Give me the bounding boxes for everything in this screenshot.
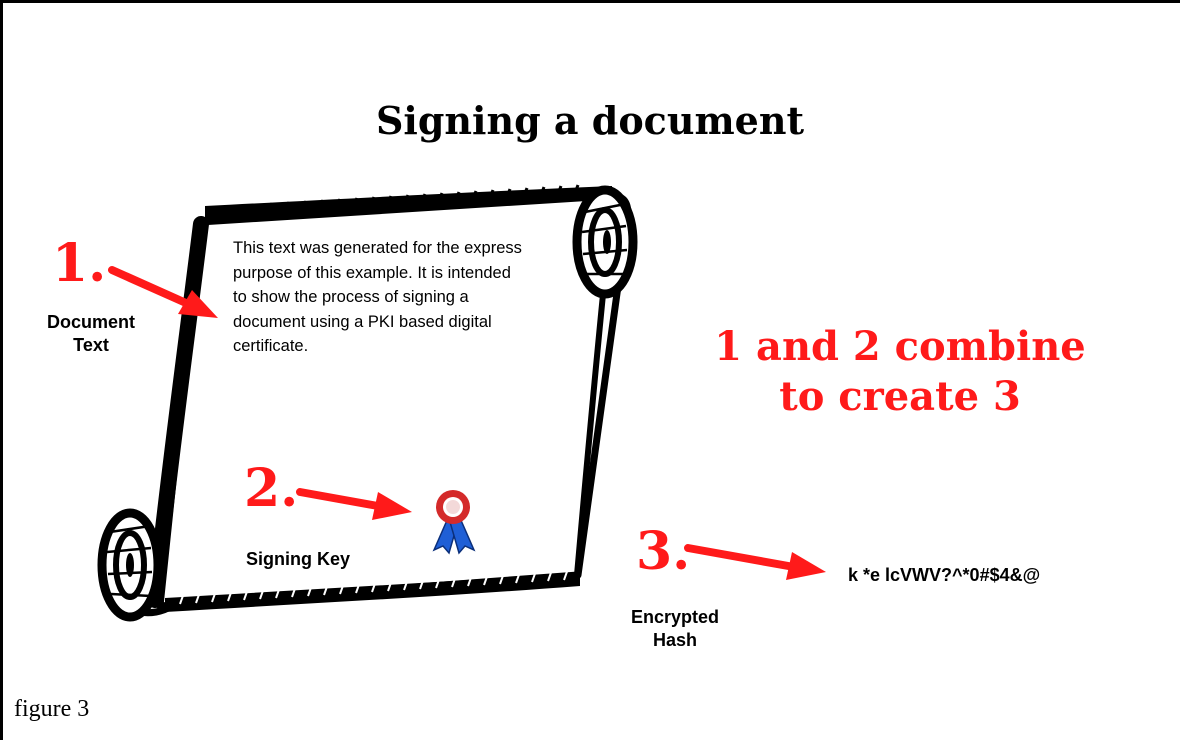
step-2-label: Signing Key [246,549,351,569]
step-3-number: 3. [636,521,691,582]
scroll-illustration [97,184,638,622]
arrow-1 [108,266,218,318]
combine-note-line1: 1 and 2 combine [714,323,1086,370]
step-3-label-line1: Encrypted [630,607,720,627]
page-title: Signing a document [375,98,805,143]
arrow-3 [684,544,826,580]
step-1-label-line2: Text [73,335,109,355]
figure-caption: figure 3 [14,696,90,722]
step-3-label-line2: Hash [652,630,697,650]
arrow-2 [296,488,412,520]
combine-note-line2: to create 3 [779,373,1021,420]
combine-note: 1 and 2 combine to create 3 [690,322,1110,422]
step-1-label: Document Text [25,311,157,357]
document-body-text: This text was generated for the express … [233,239,522,355]
step-1-label-line1: Document [46,312,135,332]
bottom-left-curl [97,508,174,622]
encrypted-hash-value: k *e lcVWV?^*0#$4&@ [848,565,1041,585]
step-1-number: 1. [52,233,107,294]
step-2-number: 2. [244,458,299,519]
bottom-hatching [179,565,570,605]
top-right-curl [572,185,638,299]
step-3-label: Encrypted Hash [612,606,738,652]
top-hatching [213,184,580,223]
ribbon-icon [432,490,476,555]
